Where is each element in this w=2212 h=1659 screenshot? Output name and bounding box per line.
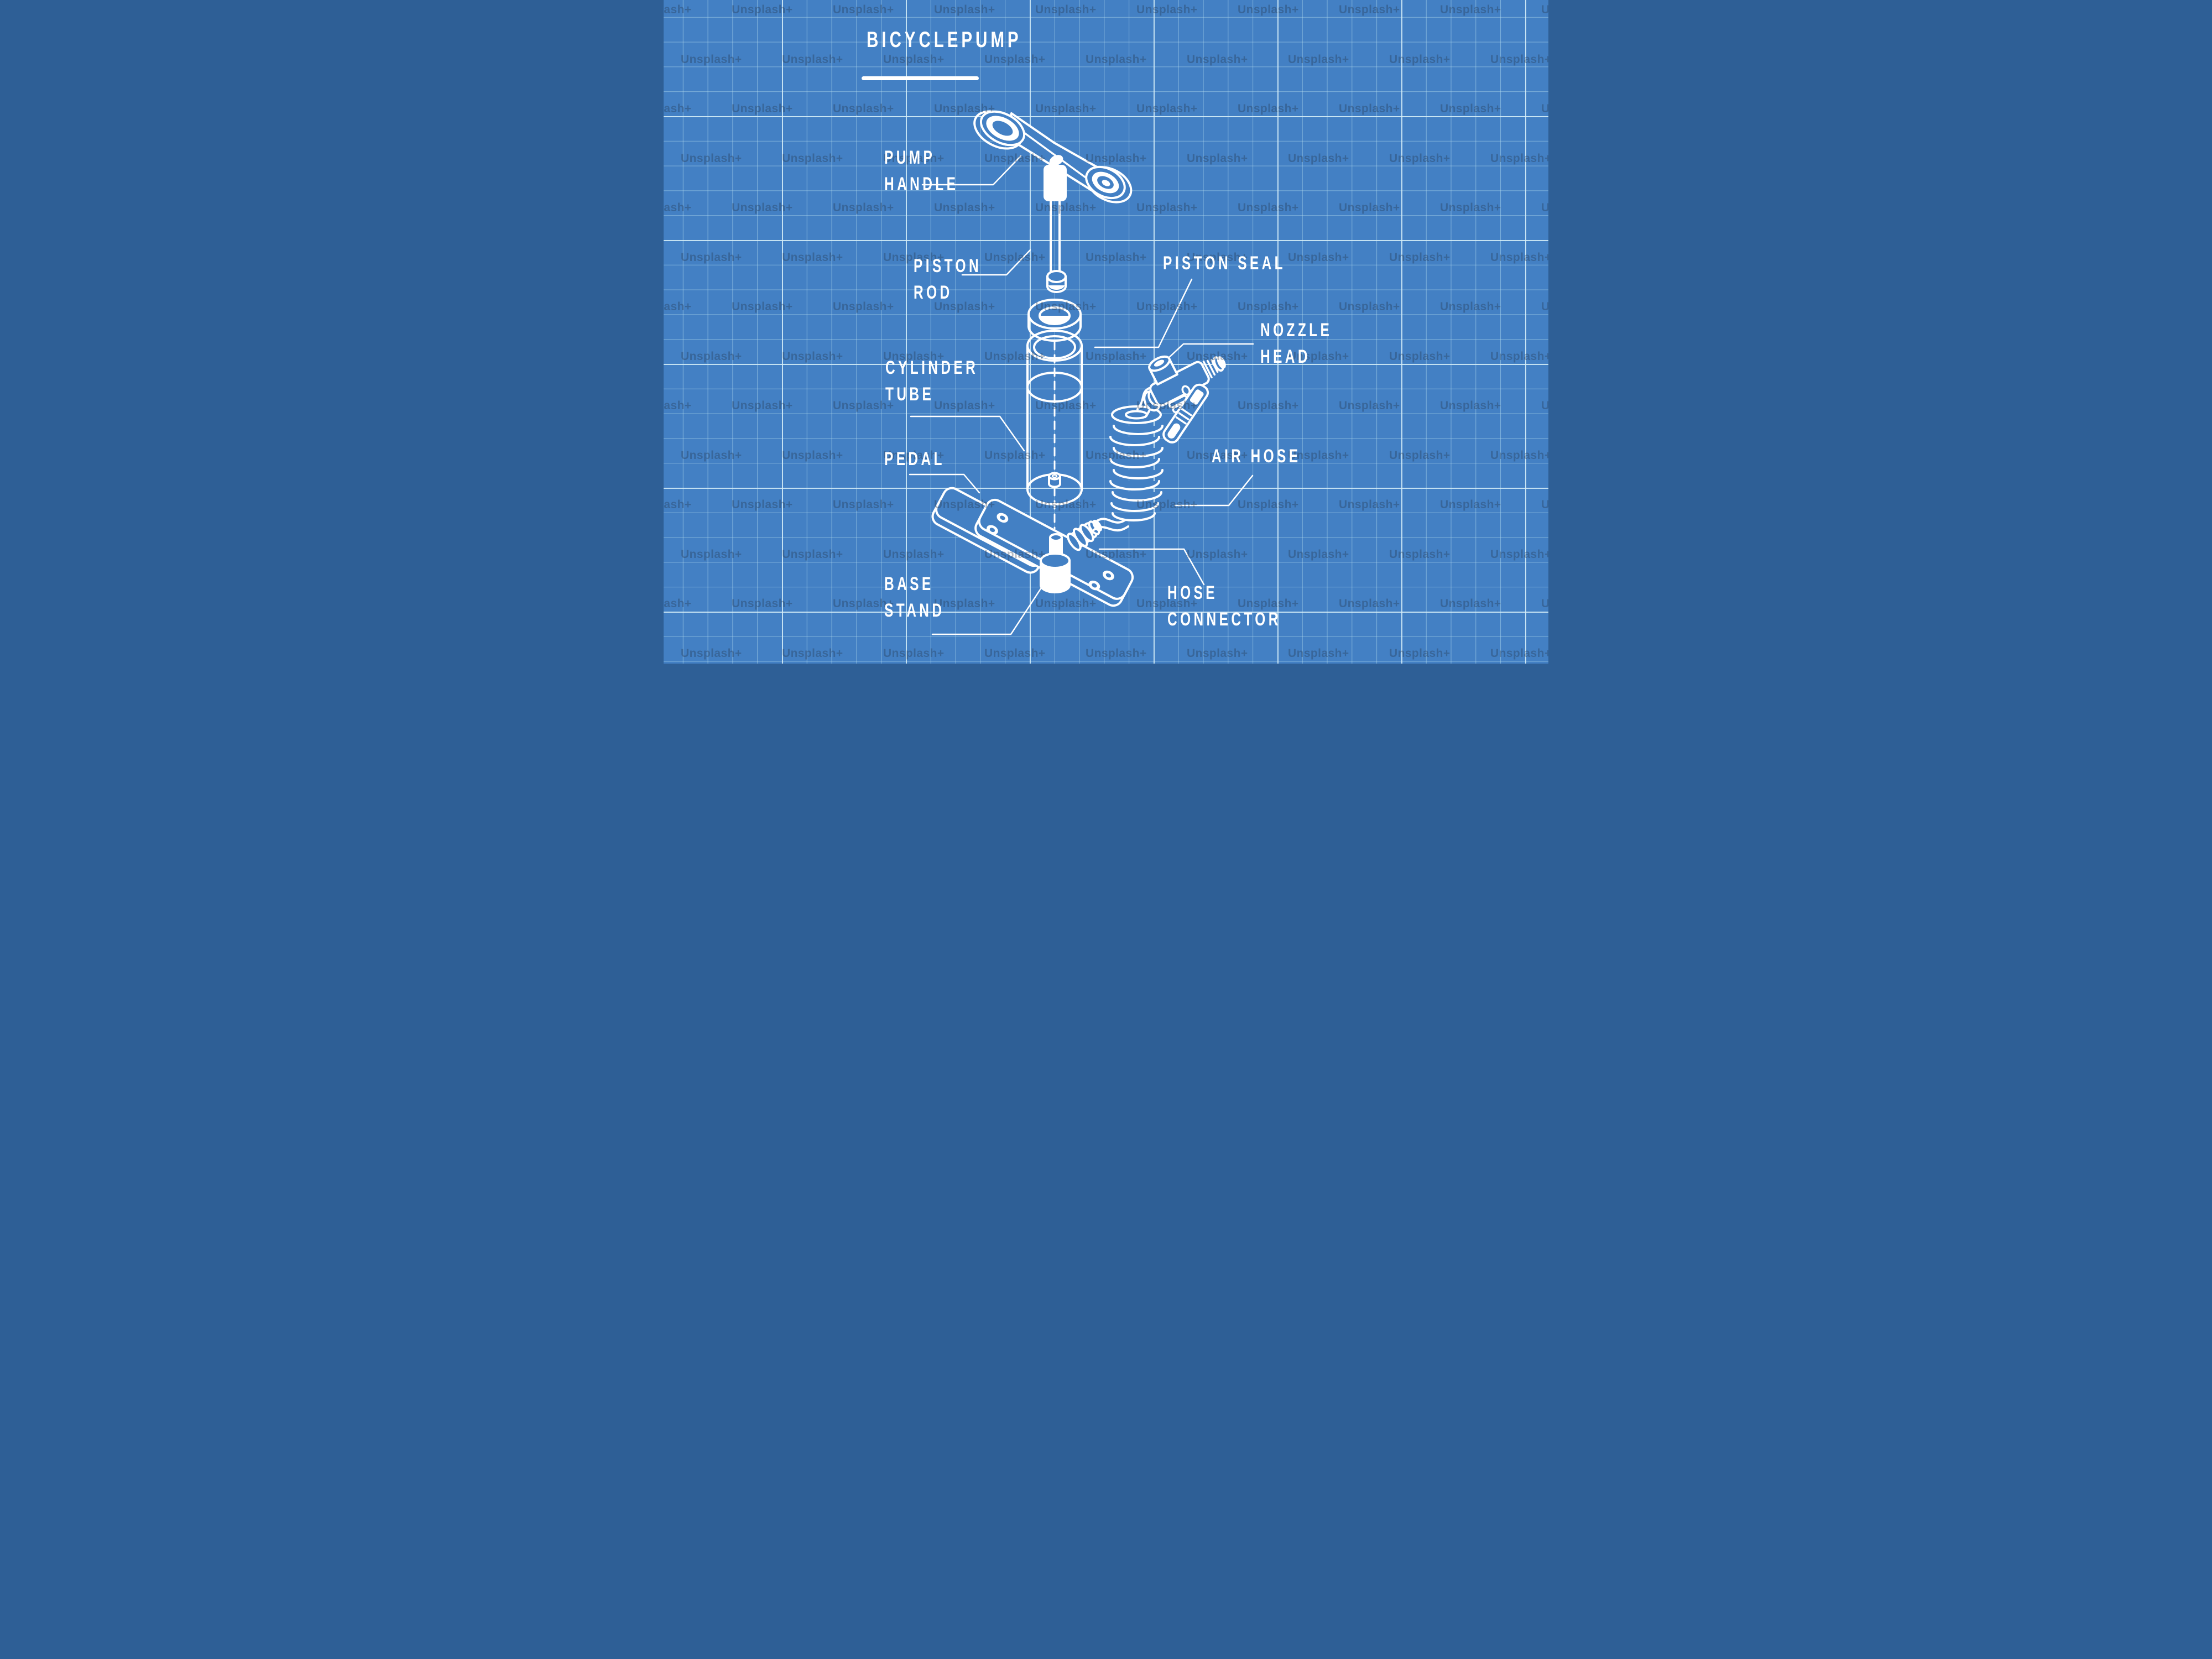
label-cylinder-tube-line-2: TUBE: [885, 384, 935, 405]
cylinder-tube-drawing: [1026, 330, 1083, 505]
label-base-stand: BASE STAND: [884, 571, 945, 624]
piston-seal-drawing: [1027, 299, 1082, 342]
leader-piston-seal: [1094, 278, 1193, 348]
handle-right-grip: [1085, 165, 1133, 204]
title-line-2: PUMP: [961, 28, 1022, 52]
leader-base-stand: [931, 587, 1042, 635]
label-pump-handle: PUMP HANDLE: [884, 144, 958, 197]
label-piston-seal: PISTON SEAL: [1163, 250, 1286, 276]
label-cylinder-tube-line-1: CYLINDER: [885, 357, 979, 378]
label-base-stand-line-2: STAND: [884, 600, 945, 621]
leader-piston-rod: [961, 249, 1031, 276]
leader-nozzle-head: [1165, 343, 1254, 362]
piston-rod-drawing: [1046, 199, 1067, 293]
label-base-stand-line-1: BASE: [884, 573, 934, 594]
label-hose-connector-line-1: HOSE: [1167, 582, 1218, 603]
label-piston-rod-line-1: PISTON: [914, 255, 982, 276]
label-piston-rod-line-2: ROD: [914, 282, 953, 303]
leader-lines: [909, 155, 1254, 635]
label-hose-connector: HOSE CONNECTOR: [1167, 580, 1281, 633]
label-pedal: PEDAL: [884, 446, 945, 472]
leader-pedal: [909, 473, 980, 494]
pump-diagram-art: [909, 110, 1254, 635]
label-piston-rod: PISTON ROD: [914, 253, 982, 306]
handle-left-grip: [973, 110, 1026, 150]
leader-cylinder-tube: [910, 415, 1025, 452]
air-hose-coil-drawing: [1109, 405, 1164, 521]
label-nozzle-head: NOZZLE HEAD: [1260, 317, 1332, 370]
title-line-1: BICYCLE: [867, 28, 962, 52]
label-hose-connector-line-2: CONNECTOR: [1167, 609, 1281, 630]
label-pump-handle-line-2: HANDLE: [884, 174, 959, 195]
label-nozzle-head-line-1: NOZZLE: [1260, 320, 1333, 341]
label-piston-seal-line-1: PISTON SEAL: [1163, 253, 1286, 274]
nozzle-head-drawing: [1143, 355, 1226, 444]
label-cylinder-tube: CYLINDER TUBE: [885, 354, 978, 408]
exploded-pump-drawing: [931, 110, 1226, 607]
label-pump-handle-line-1: PUMP: [884, 147, 936, 168]
leader-pump-handle: [921, 155, 1022, 186]
leader-hose-connector: [1098, 548, 1205, 586]
pump-handle-drawing: [973, 110, 1133, 204]
nozzle-lever: [1162, 383, 1209, 444]
label-air-hose-line-1: AIR HOSE: [1212, 446, 1301, 467]
cylinder-mount-boss: [1040, 533, 1071, 593]
label-nozzle-head-line-2: HEAD: [1260, 346, 1311, 367]
label-air-hose: AIR HOSE: [1212, 443, 1301, 469]
blueprint-poster: Unsplash+Unsplash+Unsplash+Unsplash+Unsp…: [664, 0, 1548, 664]
label-pedal-line-1: PEDAL: [884, 448, 945, 469]
leader-air-hose: [1174, 474, 1254, 507]
title-underline: [862, 76, 979, 80]
bolt-holes: [987, 513, 1114, 591]
page-title: BICYCLEPUMP: [867, 25, 1022, 54]
air-hose-lower-run: [1093, 518, 1129, 532]
